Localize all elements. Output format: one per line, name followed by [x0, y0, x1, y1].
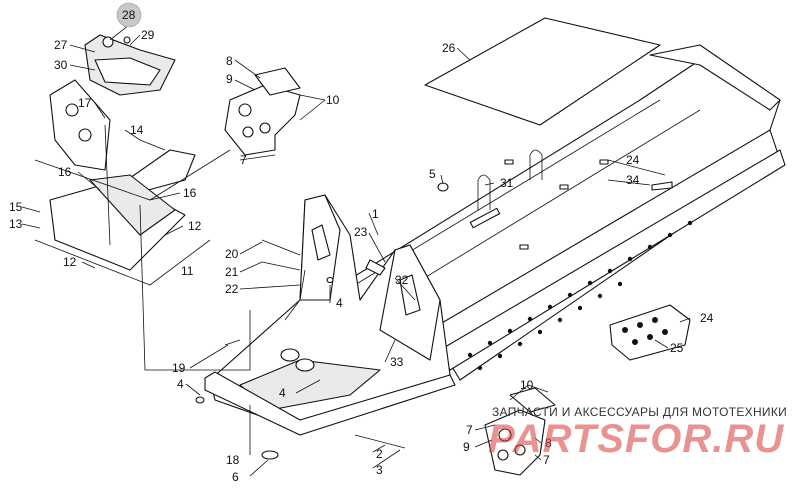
watermark-logo: PARTSFOR.RU — [488, 417, 784, 461]
callout-1: 1 — [372, 207, 379, 221]
callout-10: 10 — [520, 378, 534, 392]
watermark: ЗАПЧАСТИ И АКСЕССУАРЫ ДЛЯ МОТОТЕХНИКИ PA… — [488, 405, 787, 461]
callout-31: 31 — [500, 176, 514, 190]
callout-27: 27 — [54, 38, 68, 52]
callout-6: 6 — [232, 470, 239, 484]
callout-32: 32 — [395, 273, 409, 287]
callout-21: 21 — [225, 265, 239, 279]
callout-bubble — [116, 2, 142, 28]
callout-7: 7 — [240, 153, 247, 167]
callout-23: 23 — [354, 225, 368, 239]
part-25-plate — [609, 304, 691, 361]
callout-22: 22 — [225, 282, 239, 296]
part-27-bracket — [84, 34, 176, 96]
callout-4: 4 — [279, 386, 286, 400]
callout-4: 4 — [336, 296, 343, 310]
callout-4: 4 — [177, 377, 184, 391]
callout-16: 16 — [183, 186, 197, 200]
callout-2: 2 — [376, 447, 383, 461]
callout-20: 20 — [225, 247, 239, 261]
callout-labels: 1 2 3 4 4 4 5 6 7 7 7 8 8 9 9 10 10 11 1… — [9, 8, 714, 484]
part-26-mat — [424, 17, 661, 126]
callout-29: 29 — [141, 28, 155, 42]
part-10-bracket-lower — [484, 387, 556, 476]
front-bulkhead — [204, 194, 456, 436]
callout-8: 8 — [226, 54, 233, 68]
callout-12: 12 — [63, 255, 77, 269]
callout-24: 24 — [626, 153, 640, 167]
callout-7: 7 — [466, 423, 473, 437]
callout-14: 14 — [130, 123, 144, 137]
callout-12: 12 — [188, 219, 202, 233]
callout-17: 17 — [78, 96, 92, 110]
callout-9: 9 — [463, 440, 470, 454]
callout-8: 8 — [545, 436, 552, 450]
hardware-parts — [195, 149, 673, 460]
callout-26: 26 — [442, 41, 456, 55]
callout-10: 10 — [326, 93, 340, 107]
callout-34: 34 — [626, 173, 640, 187]
callout-11: 11 — [181, 264, 194, 278]
callout-18: 18 — [226, 453, 240, 467]
callout-24: 24 — [700, 311, 714, 325]
callout-13: 13 — [9, 217, 23, 231]
part-10-bracket-upper — [224, 67, 301, 156]
callout-5: 5 — [429, 167, 436, 181]
callout-33: 33 — [390, 355, 404, 369]
callout-19: 19 — [172, 361, 186, 375]
watermark-caption: ЗАПЧАСТИ И АКСЕССУАРЫ ДЛЯ МОТОТЕХНИКИ — [492, 405, 787, 419]
callout-3: 3 — [376, 463, 383, 477]
callout-7: 7 — [543, 453, 550, 467]
callout-30: 30 — [54, 58, 68, 72]
callout-9: 9 — [226, 72, 233, 86]
callout-16: 16 — [58, 165, 72, 179]
callout-25: 25 — [670, 341, 684, 355]
callout-28: 28 — [122, 8, 136, 22]
callout-15: 15 — [9, 200, 23, 214]
leader-lines — [21, 24, 691, 477]
